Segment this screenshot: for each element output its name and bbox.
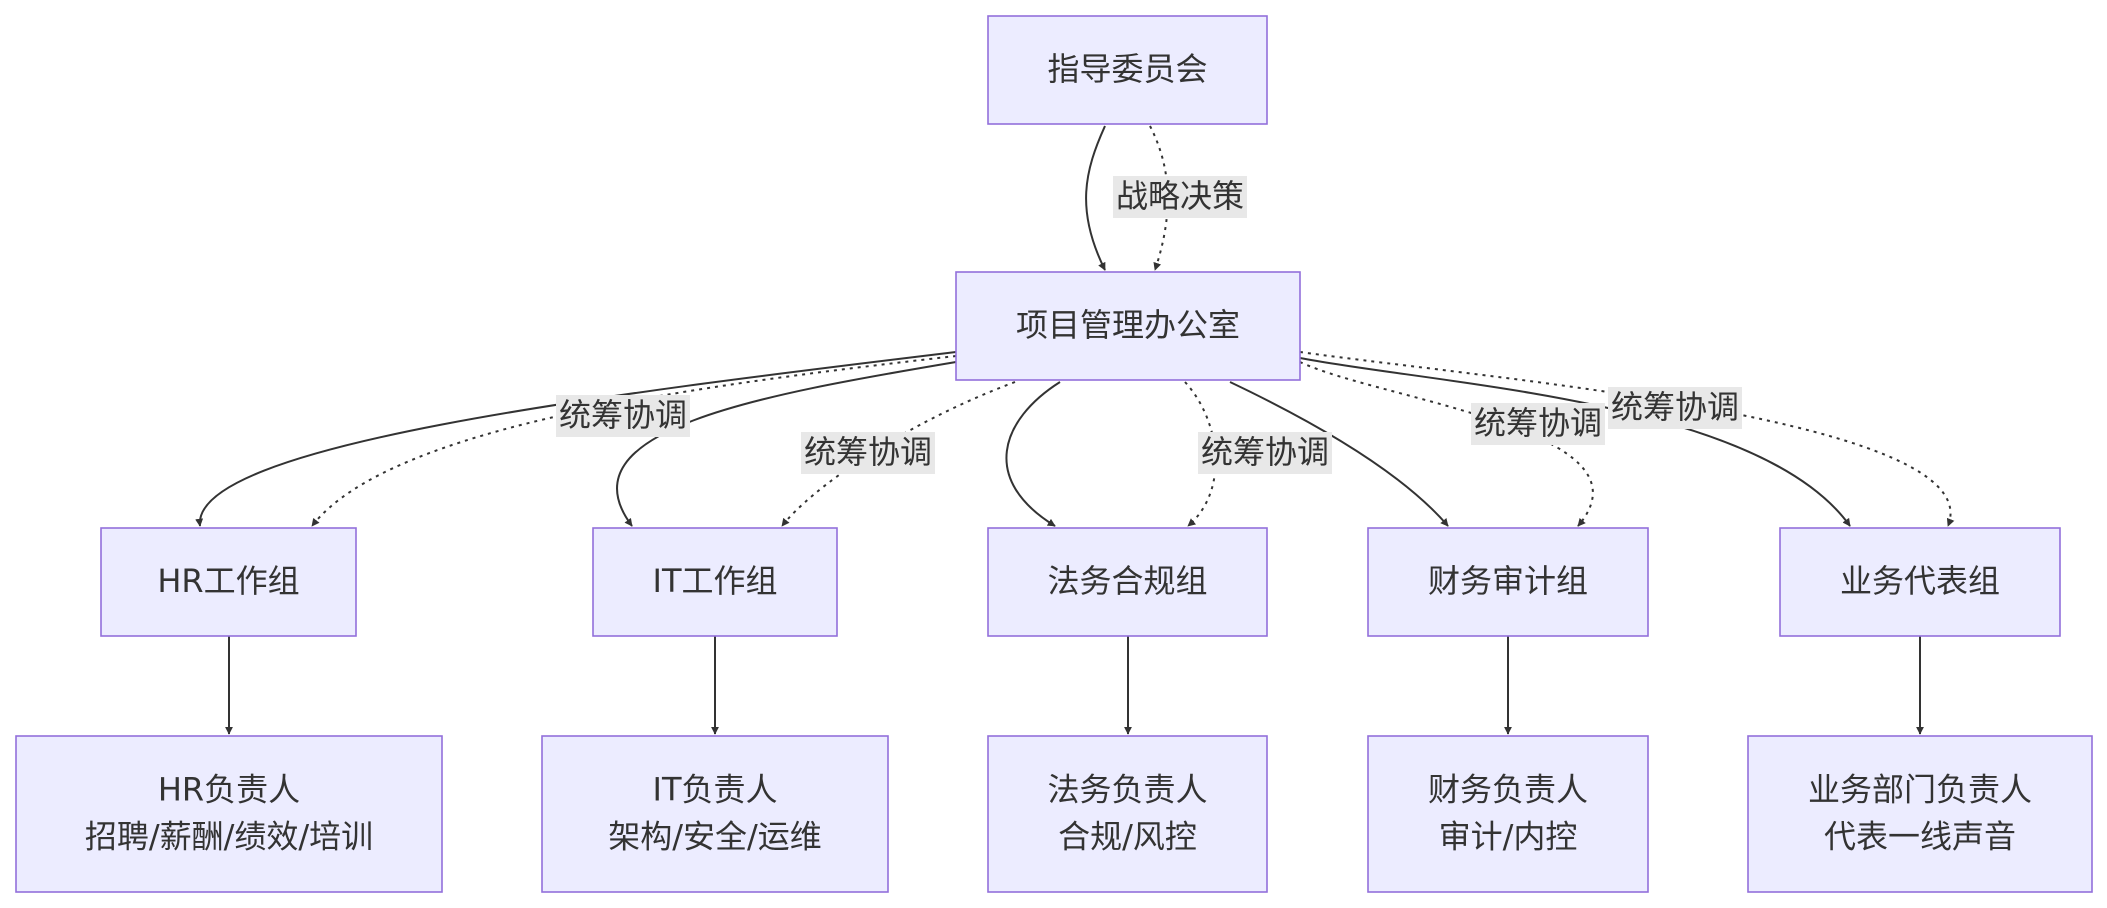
node-box — [15, 735, 443, 893]
node-hr-group: HR工作组 — [100, 527, 357, 637]
node-title: 财务审计组 — [1428, 562, 1588, 600]
edge-label-text: 统筹协调 — [804, 433, 932, 471]
node-title: HR工作组 — [157, 562, 299, 600]
node-legal-group: 法务合规组 — [987, 527, 1268, 637]
edge-label-text: 统筹协调 — [1611, 388, 1739, 426]
node-box — [955, 271, 1301, 381]
node-box — [1367, 527, 1649, 637]
node-box — [100, 527, 357, 637]
node-box — [987, 527, 1268, 637]
edge-label-background — [556, 395, 690, 437]
edge-label-hr-group: 统筹协调 — [556, 395, 690, 437]
node-title: 财务负责人 — [1428, 771, 1588, 809]
node-subtitle: 架构/安全/运维 — [608, 818, 822, 856]
node-title: 业务代表组 — [1840, 562, 2000, 600]
node-title: 法务合规组 — [1047, 562, 1207, 600]
node-title: HR负责人 — [158, 771, 300, 809]
node-box — [541, 735, 889, 893]
edge-label-legal-group: 统筹协调 — [1198, 432, 1332, 474]
node-box — [1367, 735, 1649, 893]
edge-pmo-to-biz-group-dashed — [1299, 351, 1955, 527]
node-box — [987, 735, 1268, 893]
edge-label-finance-group: 统筹协调 — [1471, 403, 1605, 445]
edge-pmo-to-hr-group-solid — [195, 351, 957, 527]
node-subtitle: 代表一线声音 — [1824, 818, 2016, 856]
edge-pmo-to-legal-group-solid — [1005, 381, 1061, 527]
node-box — [592, 527, 838, 637]
edge-label-text: 统筹协调 — [1474, 404, 1602, 442]
node-box — [987, 15, 1268, 125]
edge-label-it-group: 统筹协调 — [801, 432, 935, 474]
node-title: 业务部门负责人 — [1808, 771, 2032, 809]
node-finance-group: 财务审计组 — [1367, 527, 1649, 637]
edge-pmo-to-it-group-solid — [616, 361, 957, 527]
node-pmo: 项目管理办公室 — [955, 271, 1301, 381]
edge-labels-layer: 战略决策统筹协调统筹协调统筹协调统筹协调统筹协调 — [556, 176, 1742, 474]
edges-layer — [195, 125, 1955, 735]
node-title: 法务负责人 — [1047, 771, 1207, 809]
node-title: 项目管理办公室 — [1016, 306, 1240, 344]
node-it-group: IT工作组 — [592, 527, 838, 637]
edge-label-biz-group: 统筹协调 — [1608, 387, 1742, 429]
edge-label-background — [1198, 432, 1332, 474]
edge-label-background — [1113, 176, 1247, 218]
edge-label-background — [1608, 387, 1742, 429]
edge-label-text: 统筹协调 — [559, 396, 687, 434]
node-title: IT负责人 — [653, 771, 778, 809]
node-subtitle: 合规/风控 — [1058, 818, 1197, 856]
node-title: 指导委员会 — [1047, 50, 1207, 88]
node-subtitle: 招聘/薪酬/绩效/培训 — [85, 818, 373, 856]
edge-label-pmo: 战略决策 — [1113, 176, 1247, 218]
edge-pmo-to-finance-group-solid — [1229, 381, 1449, 527]
edge-label-background — [1471, 403, 1605, 445]
edge-label-text: 统筹协调 — [1201, 433, 1329, 471]
edge-label-text: 战略决策 — [1116, 177, 1244, 215]
node-steering: 指导委员会 — [987, 15, 1268, 125]
node-box — [1779, 527, 2061, 637]
node-box — [1747, 735, 2093, 893]
node-subtitle: 审计/内控 — [1439, 818, 1578, 856]
node-biz-group: 业务代表组 — [1779, 527, 2061, 637]
node-title: IT工作组 — [653, 562, 778, 600]
edge-steering-to-pmo-solid — [1085, 125, 1106, 271]
edge-label-background — [801, 432, 935, 474]
